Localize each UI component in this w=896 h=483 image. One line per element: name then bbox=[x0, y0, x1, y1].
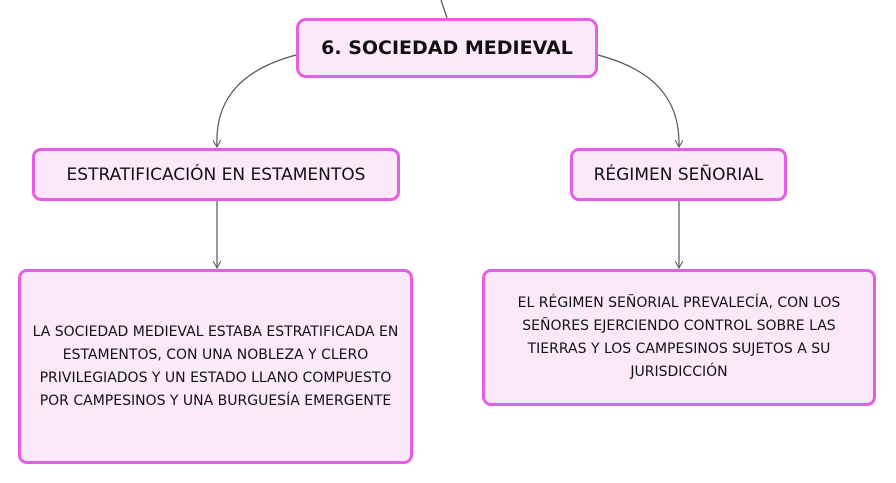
detail-node-estamentos[interactable]: LA SOCIEDAD MEDIEVAL ESTABA ESTRATIFICAD… bbox=[18, 269, 413, 464]
topic-label-regimen-senorial: RÉGIMEN SEÑORIAL bbox=[593, 164, 764, 185]
detail-text-regimen-senorial: EL RÉGIMEN SEÑORIAL PREVALECÍA, CON LOS … bbox=[517, 294, 841, 380]
topic-node-estamentos[interactable]: ESTRATIFICACIÓN EN ESTAMENTOS bbox=[32, 148, 400, 201]
incoming-connector bbox=[440, 0, 448, 19]
detail-node-regimen-senorial[interactable]: EL RÉGIMEN SEÑORIAL PREVALECÍA, CON LOS … bbox=[482, 269, 876, 406]
connector-root-to-estamentos bbox=[217, 54, 297, 146]
topic-node-regimen-senorial[interactable]: RÉGIMEN SEÑORIAL bbox=[570, 148, 787, 201]
root-topic-node[interactable]: 6. SOCIEDAD MEDIEVAL bbox=[296, 18, 598, 78]
topic-label-estamentos: ESTRATIFICACIÓN EN ESTAMENTOS bbox=[66, 164, 366, 185]
root-topic-label: 6. SOCIEDAD MEDIEVAL bbox=[321, 37, 573, 59]
detail-text-estamentos: LA SOCIEDAD MEDIEVAL ESTABA ESTRATIFICAD… bbox=[32, 323, 399, 409]
connector-root-to-regimen bbox=[597, 54, 679, 146]
